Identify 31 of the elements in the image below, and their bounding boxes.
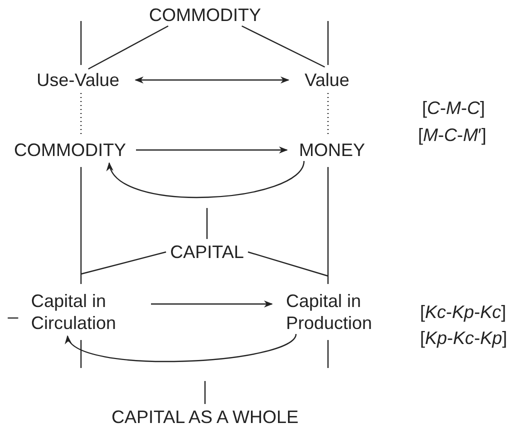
connector-line	[88, 25, 168, 70]
connector-line	[80, 21, 82, 65]
curved-arrow	[66, 334, 296, 362]
node-label: Capital in Circulation	[31, 290, 137, 334]
node-label: CAPITAL AS A WHOLE	[111, 406, 299, 428]
connector-line	[80, 340, 82, 368]
formula-label: _	[8, 298, 18, 320]
connector-line	[206, 208, 208, 239]
arrow	[151, 300, 273, 308]
connector-line	[204, 381, 206, 404]
node-label: CAPITAL	[170, 241, 244, 263]
formula-label: [Kp-Kc-Kp]	[420, 327, 508, 349]
node-label: COMMODITY	[14, 139, 126, 161]
formula-label: [M-C-M′]	[418, 124, 486, 146]
connector-line	[327, 167, 329, 284]
node-label: Use-Value	[36, 69, 120, 91]
node-label: Capital in Production	[286, 290, 394, 334]
connector-line	[248, 251, 328, 277]
formula-label: [C-M-C]	[422, 97, 486, 119]
connector-line	[80, 167, 82, 284]
node-label: COMMODITY	[149, 4, 261, 26]
curved-arrow	[108, 160, 305, 198]
connector-line	[242, 25, 326, 68]
connector-line	[327, 340, 329, 368]
arrow	[134, 76, 290, 84]
node-label: MONEY	[299, 139, 365, 161]
connector-line	[327, 21, 329, 65]
arrow	[136, 146, 288, 154]
formula-label: [Kc-Kp-Kc]	[420, 301, 506, 323]
connector-line	[80, 251, 166, 275]
node-label: Value	[304, 69, 350, 91]
